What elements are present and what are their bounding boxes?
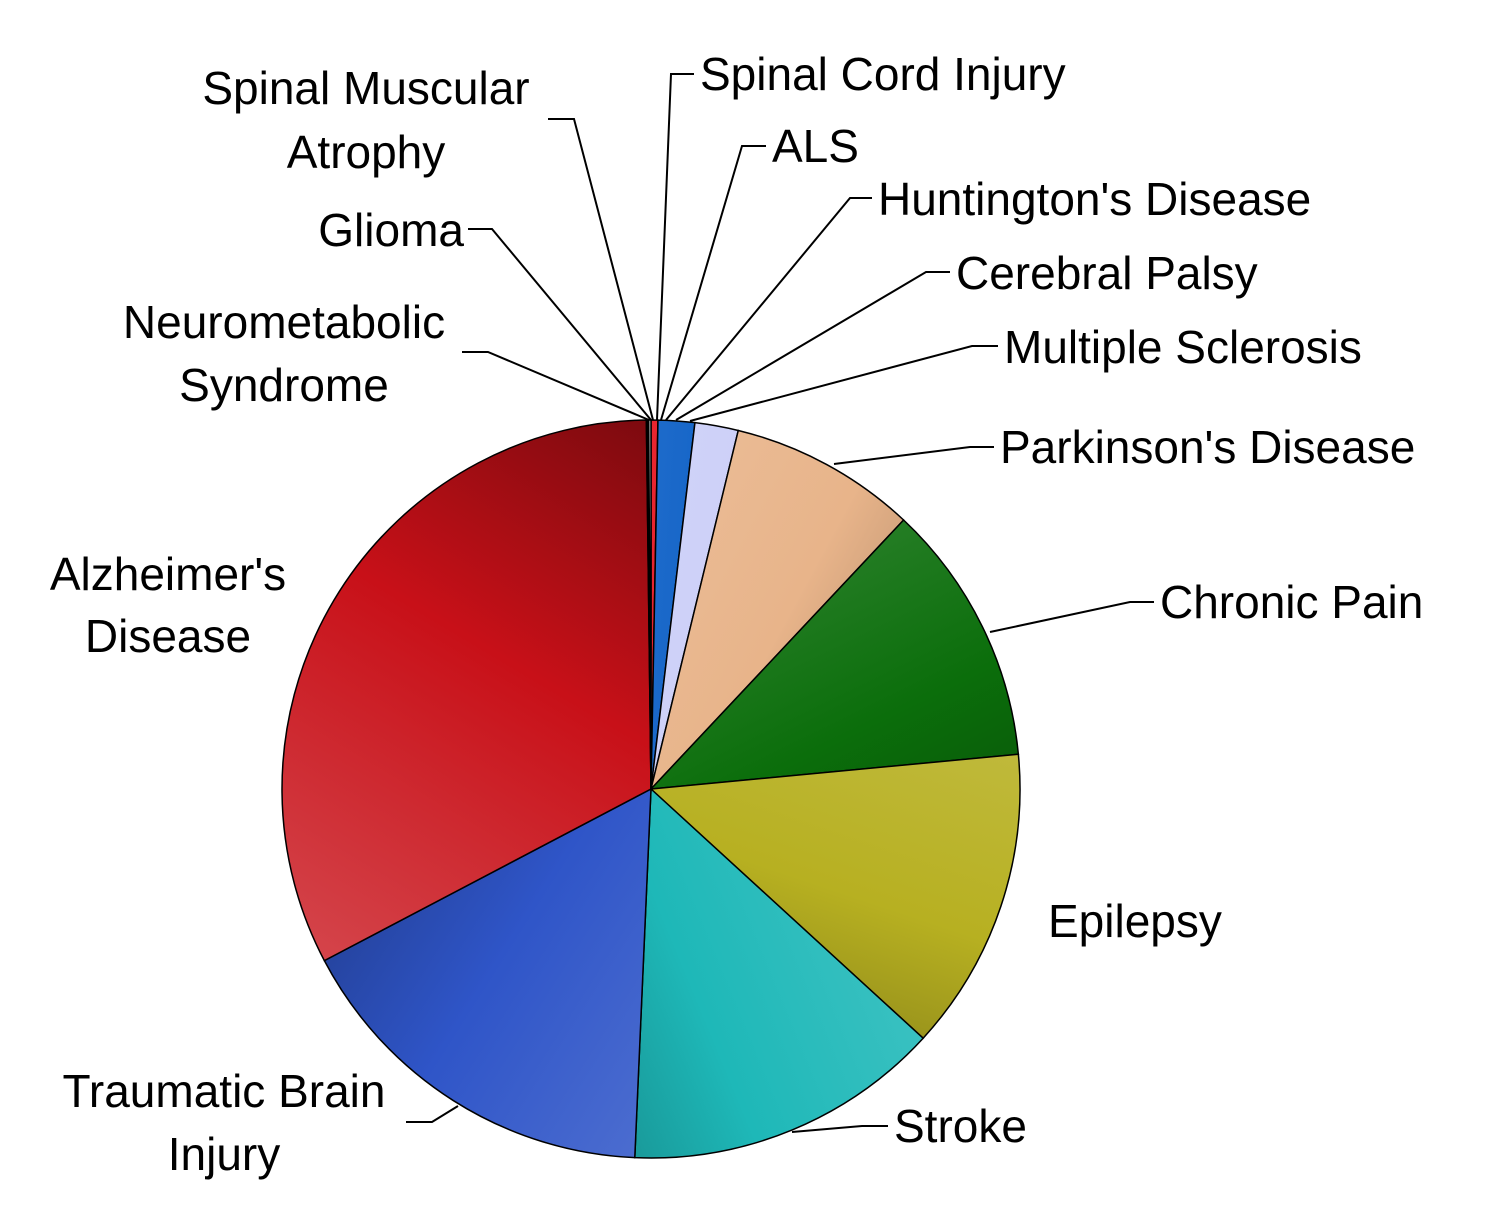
label-parkinsons: Parkinson's Disease [1000, 421, 1415, 473]
label-neurometabolic-line1: Neurometabolic [123, 296, 445, 348]
pie-slice-stroke [633, 787, 925, 1159]
slices-layer [281, 419, 1021, 1159]
pie-slice-chronic-pain [649, 518, 1020, 790]
label-cerebral-palsy: Cerebral Palsy [956, 247, 1258, 299]
label-glioma: Glioma [318, 204, 464, 256]
label-sma-line2: Atrophy [287, 126, 446, 178]
leader-spinal-cord-injury [656, 73, 694, 421]
label-epilepsy: Epilepsy [1048, 895, 1222, 947]
pie-slice-alzheimer-s-disease [281, 419, 652, 962]
leader-chronic-pain [989, 601, 1154, 633]
leader-neurometabolic [462, 351, 650, 421]
label-als: ALS [772, 120, 859, 172]
leader-lines [406, 73, 1154, 1133]
leader-parkinsons [833, 446, 994, 465]
leader-sma [548, 118, 654, 421]
label-neurometabolic-line2: Syndrome [179, 359, 389, 411]
label-tbi-line1: Traumatic Brain [63, 1065, 386, 1117]
pie-slice-parkinson-s-disease [649, 429, 905, 792]
label-tbi-line2: Injury [168, 1128, 280, 1180]
label-multiple-sclerosis: Multiple Sclerosis [1004, 321, 1362, 373]
leader-tbi [406, 1105, 459, 1123]
label-huntingtons: Huntington's Disease [878, 173, 1311, 225]
leader-huntingtons [665, 197, 872, 421]
leader-glioma [468, 228, 652, 421]
leader-als [660, 145, 766, 421]
label-sma-line1: Spinal Muscular [202, 62, 529, 114]
leader-stroke [791, 1125, 888, 1133]
label-spinal-cord-injury: Spinal Cord Injury [700, 48, 1066, 100]
label-alzheimers-line2: Disease [85, 610, 251, 662]
label-alzheimers-line1: Alzheimer's [50, 548, 286, 600]
leader-cerebral-palsy [675, 271, 950, 421]
label-stroke: Stroke [894, 1100, 1027, 1152]
label-chronic-pain: Chronic Pain [1160, 576, 1423, 628]
leader-multiple-sclerosis [689, 345, 998, 422]
slice-labels: Spinal Cord Injury ALS Huntington's Dise… [50, 48, 1424, 1180]
pie-slice-traumatic-brain-injury [323, 787, 652, 1159]
pie-slice-epilepsy [649, 753, 1021, 1040]
